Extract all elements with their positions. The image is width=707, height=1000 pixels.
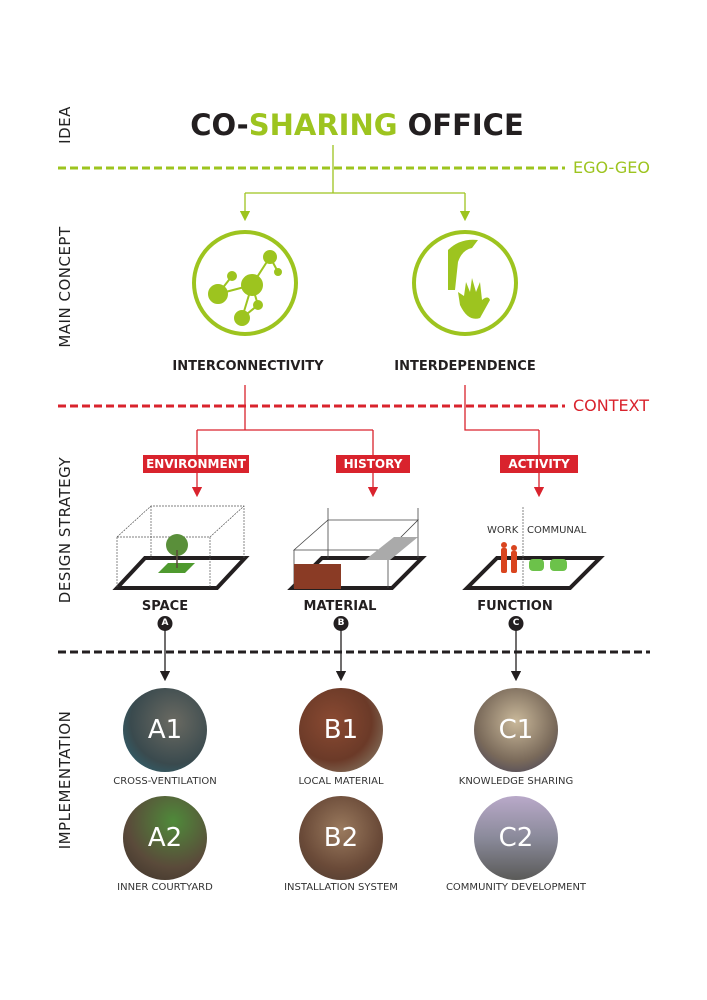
communal-label: COMMUNAL: [527, 525, 587, 536]
title-part1: CO-: [190, 108, 249, 142]
material-diagram: [287, 508, 427, 590]
caption-c2: COMMUNITY DEVELOPMENT: [445, 882, 587, 893]
context-activity: ACTIVITY: [500, 455, 578, 473]
photo-b1: B1: [299, 688, 383, 772]
badge-b: B: [333, 616, 349, 631]
strategy-material: MATERIAL: [303, 599, 377, 614]
context-environment: ENVIRONMENT: [143, 455, 249, 473]
hands-icon: [412, 230, 518, 336]
ego-geo-label: EGO-GEO: [573, 158, 651, 177]
side-label-implementation: IMPLEMENTATION: [56, 710, 74, 850]
work-label: WORK: [487, 525, 519, 536]
caption-b1: LOCAL MATERIAL: [298, 776, 384, 787]
concept-interdependence: INTERDEPENDENCE: [394, 359, 536, 374]
badge-c: C: [508, 616, 524, 631]
function-diagram: [462, 507, 605, 590]
caption-c1: KNOWLEDGE SHARING: [458, 776, 574, 787]
photo-a2: A2: [123, 796, 207, 880]
concept-interconnectivity: INTERCONNECTIVITY: [172, 359, 324, 374]
context-label: CONTEXT: [573, 396, 650, 415]
caption-b2: INSTALLATION SYSTEM: [284, 882, 398, 893]
caption-a1: CROSS-VENTILATION: [113, 776, 217, 787]
photo-c1: C1: [474, 688, 558, 772]
photo-c2: C2: [474, 796, 558, 880]
photo-a1: A1: [123, 688, 207, 772]
title-part3: OFFICE: [397, 108, 524, 142]
strategy-function: FUNCTION: [477, 599, 553, 614]
badge-a: A: [157, 616, 173, 631]
caption-a2: INNER COURTYARD: [117, 882, 213, 893]
space-diagram: [112, 505, 250, 590]
side-label-main-concept: MAIN CONCEPT: [56, 226, 74, 348]
network-icon: [192, 230, 298, 336]
context-history: HISTORY: [336, 455, 410, 473]
strategy-space: SPACE: [141, 599, 189, 614]
page-title: CO-SHARING OFFICE: [0, 108, 707, 142]
side-label-design-strategy: DESIGN STRATEGY: [56, 456, 74, 604]
title-part2: SHARING: [248, 108, 398, 142]
photo-b2: B2: [299, 796, 383, 880]
